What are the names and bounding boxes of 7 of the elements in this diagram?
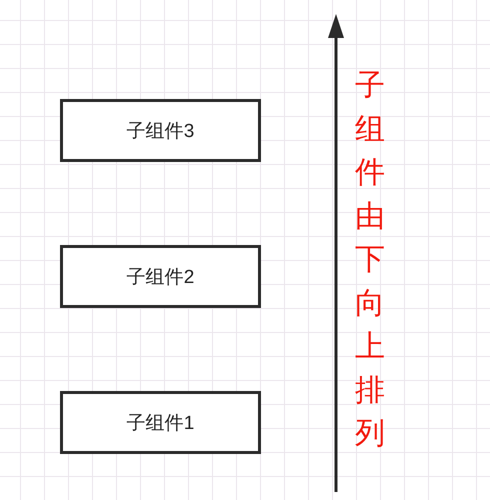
component-box [60, 99, 261, 162]
component-box [60, 245, 261, 308]
box-label: 子组件3 [126, 120, 194, 144]
vertical-note: 子组件由下向上排列 [355, 68, 385, 452]
box-label: 子组件1 [126, 412, 194, 436]
box-label: 子组件2 [126, 266, 194, 290]
component-box [60, 391, 261, 454]
